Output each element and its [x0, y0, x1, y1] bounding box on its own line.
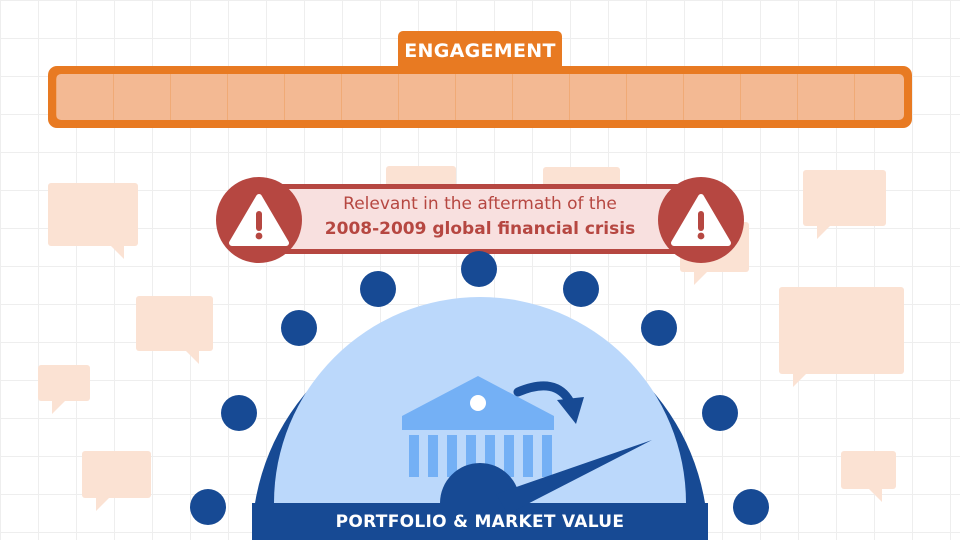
warning-badge-left: [216, 177, 302, 263]
speech-bubble-icon: [48, 183, 138, 259]
speedometer-needle: [440, 440, 652, 514]
warning-line-1: Relevant in the aftermath of the: [343, 194, 617, 214]
gauge-dot: [281, 310, 317, 346]
gauge-dot: [733, 489, 769, 525]
curved-arrow-icon: [513, 381, 584, 424]
warning-triangle-icon: [671, 194, 731, 246]
gauge-label: PORTFOLIO & MARKET VALUE: [335, 512, 625, 532]
warning-text: Relevant in the aftermath of the 2008-20…: [310, 192, 650, 242]
gauge-dots: [190, 251, 769, 525]
speech-bubble-icon: [841, 451, 896, 502]
engagement-tab: ENGAGEMENT: [398, 31, 562, 71]
engagement-label: ENGAGEMENT: [404, 40, 556, 62]
warning-triangle-icon: [229, 194, 289, 246]
speech-bubble-icon: [136, 296, 213, 364]
gauge-dot: [190, 489, 226, 525]
speech-bubble-icon: [82, 451, 151, 511]
gauge-dot: [360, 271, 396, 307]
gauge-dot: [641, 310, 677, 346]
gauge-dot: [221, 395, 257, 431]
speech-bubble-icon: [38, 365, 90, 414]
engagement-progress-bar: [48, 66, 912, 128]
engagement-progress-fill: [56, 74, 904, 120]
gauge-label-strip: [252, 503, 708, 540]
bank-building-icon: [402, 376, 554, 477]
gauge-dot: [461, 251, 497, 287]
gauge-dot: [563, 271, 599, 307]
speech-bubble-icon: [803, 170, 886, 239]
speech-bubble-icon: [779, 287, 904, 387]
warning-badge-right: [658, 177, 744, 263]
warning-line-2: 2008-2009 global financial crisis: [324, 219, 636, 239]
gauge-dot: [702, 395, 738, 431]
